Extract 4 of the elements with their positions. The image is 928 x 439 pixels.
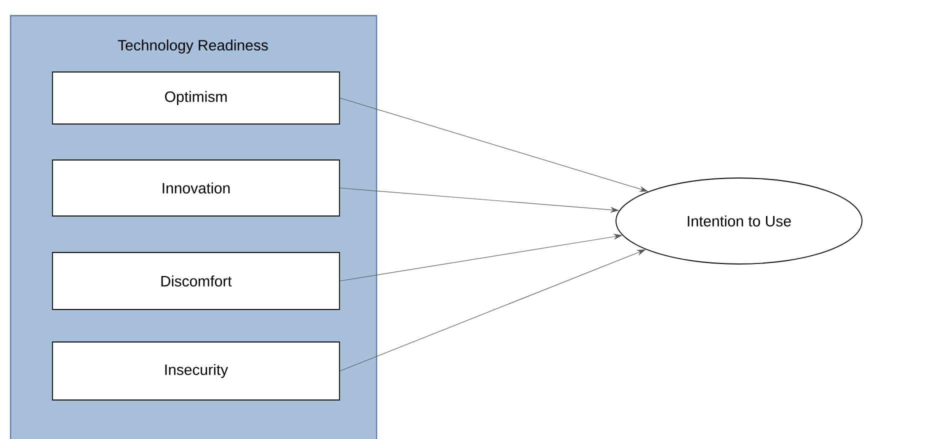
factor-box: Discomfort bbox=[52, 252, 340, 310]
factor-box: Optimism bbox=[52, 72, 340, 124]
factor-box: Insecurity bbox=[52, 342, 340, 400]
factor-box: Innovation bbox=[52, 160, 340, 216]
